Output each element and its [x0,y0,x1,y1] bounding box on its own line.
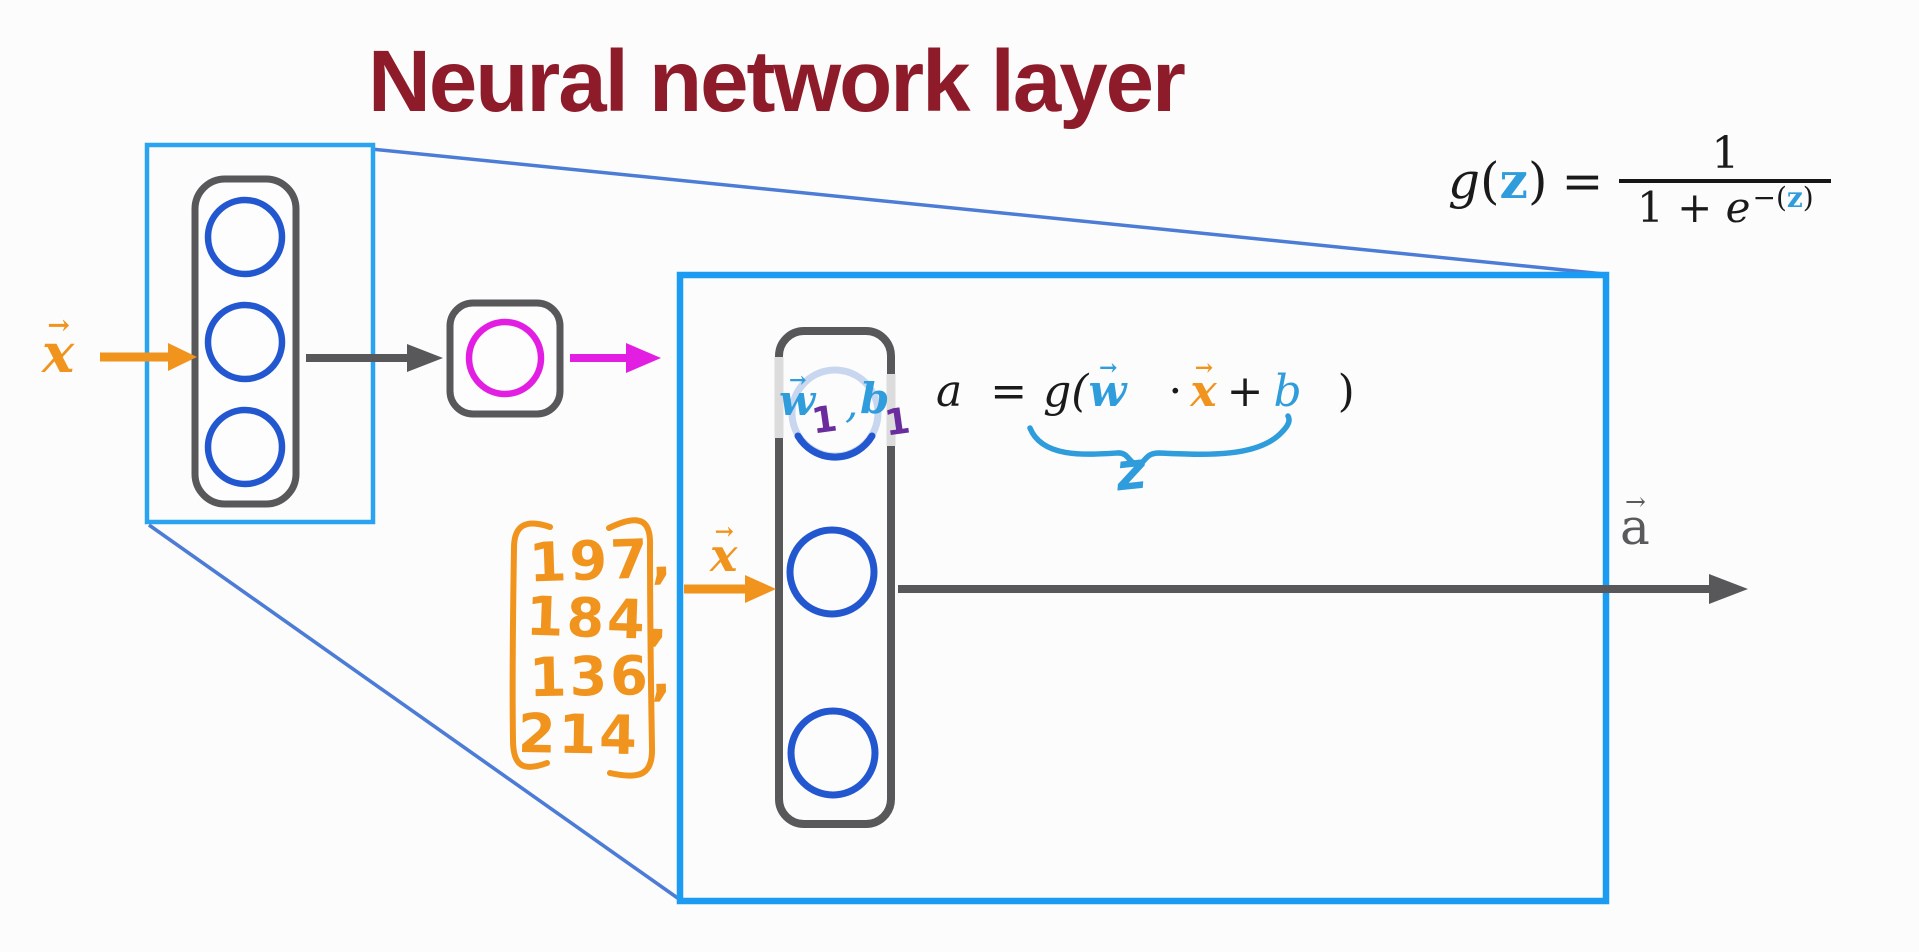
input-arrow-left-head [168,343,197,371]
output-vector-label: →a [1620,487,1650,556]
slide-title: Neural network layer [368,33,1186,130]
matrix-value-row: 136, [528,643,675,710]
zoom-connector-bottom-line [147,523,681,901]
zoomed-neuron-3 [787,707,879,799]
sigmoid-numerator: 1 [1711,128,1740,179]
output-neuron-circle [465,318,545,398]
output-arrow-magenta-head [626,343,661,373]
vector-arrow: → [1098,354,1118,381]
formula-a: a [936,366,963,417]
zoomed-neuron-2 [786,526,878,618]
sigmoid-lhs: g(z)= [1448,150,1604,210]
weight-w-subscript: 1 [809,398,840,443]
z-underbrace [1027,413,1292,467]
weights-comma: , [845,378,859,427]
formula-close: ) [1337,366,1355,417]
formula-dot: · [1168,366,1183,417]
vector-arrow: → [714,518,734,546]
matrix-bracket-left [509,520,553,770]
small-neuron-2 [204,301,286,383]
formula-equals: = [990,366,1028,417]
z-annotation: z [1112,440,1150,504]
formula-plus: + [1226,366,1264,417]
bias-b-label: b [860,374,890,423]
input-vector-label-left: →x [42,309,75,385]
bias-b-subscript: 1 [882,400,913,445]
matrix-value-row: 197, [527,526,676,595]
small-neuron-3 [204,406,286,488]
matrix-value-row: 214 [517,701,641,768]
formula-b: b [1273,366,1302,417]
zoomed-neurons-container [775,327,895,828]
formula-w-vector: →w [1088,354,1127,417]
vector-arrow: → [788,367,807,393]
activation-output-arrow-head [1709,574,1748,604]
vector-arrow: → [1194,354,1214,381]
sigmoid-formula: g(z)= 1 1 + e−(z) [1448,128,1832,232]
zoom-connector-top-line [370,147,1605,276]
small-neuron-1 [204,196,286,278]
neuron-formula: a = g( →w · →x + b ) [936,354,1355,419]
small-layer-box [144,142,376,525]
weight-w-label: →w [779,367,816,425]
layer-to-output-arrow-head [407,344,443,372]
fraction-bar [1619,179,1832,183]
matrix-bracket-right [606,517,656,779]
sigmoid-fraction: 1 1 + e−(z) [1619,128,1832,232]
input-vector-label-zoomed: →x [710,518,738,582]
vector-arrow: → [1625,487,1646,516]
formula-g-open: g( [1043,366,1089,417]
vector-arrow: → [47,309,71,341]
zoomed-neuron-1-arc [794,432,876,461]
input-arrow-zoomed-head [745,575,776,603]
sigmoid-denominator: 1 + e−(z) [1637,181,1814,232]
formula-x-vector: →x [1190,354,1217,417]
matrix-value-row: 184, [524,584,673,653]
